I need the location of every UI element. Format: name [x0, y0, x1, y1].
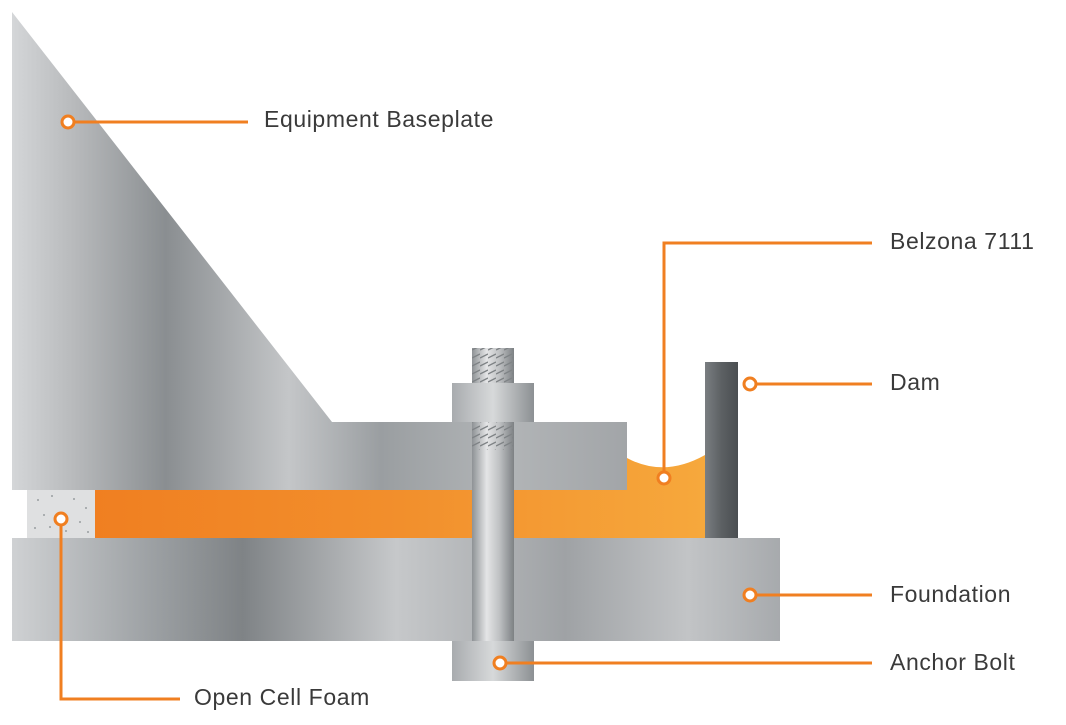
dam-marker	[742, 376, 758, 392]
equipment-baseplate-label: Equipment Baseplate	[264, 106, 495, 132]
baseplate-marker	[60, 114, 76, 130]
dam-plate	[705, 362, 738, 538]
anchor-marker	[492, 655, 508, 671]
foundation-marker	[742, 587, 758, 603]
foam-texture	[34, 495, 89, 533]
open-cell-foam-label: Open Cell Foam	[194, 684, 370, 710]
belzona-grout	[95, 455, 705, 538]
belzona-label: Belzona 7111	[890, 228, 1035, 254]
upper-nut	[452, 383, 534, 422]
foam-marker	[53, 511, 69, 527]
belzona-marker	[656, 470, 672, 486]
foam-leader	[59, 526, 180, 701]
anchor-bolt-label: Anchor Bolt	[890, 649, 1016, 675]
callout-lines	[59, 120, 872, 701]
equipment-baseplate	[12, 12, 627, 490]
dam-label: Dam	[890, 369, 941, 395]
callout-markers	[53, 114, 758, 671]
belzona-leader	[662, 241, 872, 478]
foundation-label: Foundation	[890, 581, 1012, 607]
anchor-bolt	[452, 348, 534, 681]
foundation-slab	[12, 538, 780, 641]
